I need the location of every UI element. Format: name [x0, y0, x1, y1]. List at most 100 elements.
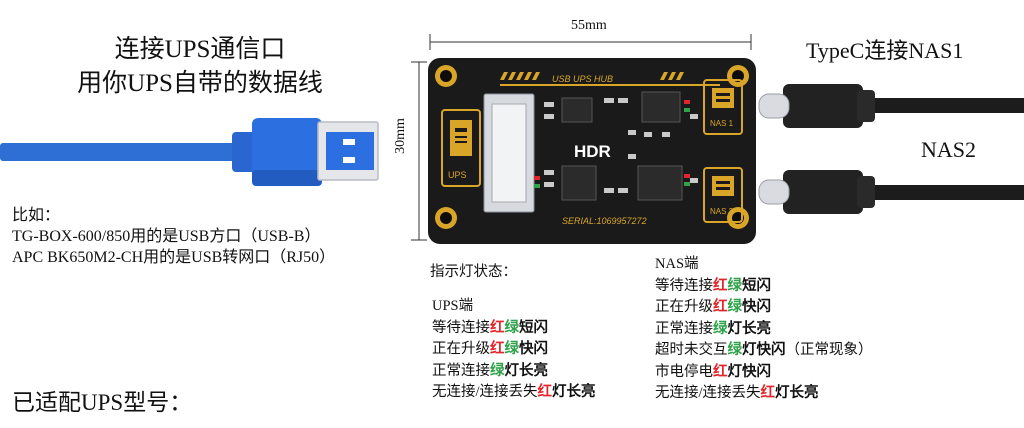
nas-segment: 绿	[727, 277, 743, 294]
nas1-strain-relief	[857, 90, 875, 122]
nas1-pad-frame	[703, 79, 743, 135]
nas-line: 市电停电红灯快闪	[655, 362, 873, 384]
nas-segment: 正在升级	[655, 299, 713, 315]
ups-segment: 无连接/连接丢失	[432, 384, 538, 400]
nas-line: 无连接/连接丢失红灯长亮	[655, 383, 873, 405]
example-line-1: 比如：	[12, 207, 61, 224]
board-name: USB UPS HUB	[552, 74, 613, 84]
cable-wire	[0, 143, 250, 161]
nas2-pad-frame	[703, 167, 743, 223]
header-stripes	[500, 72, 720, 86]
nas1-port-description: TypeC连接NAS1	[806, 38, 964, 63]
nas-segment: 灯快闪	[727, 363, 772, 380]
type-c-cables	[758, 84, 1024, 214]
nas-segment: 红	[713, 277, 728, 294]
smd-components	[544, 98, 698, 193]
ups-legend-title: UPS端	[432, 298, 474, 314]
ups-segment: 正常连接	[432, 362, 490, 379]
nas2-connector-body	[783, 170, 863, 214]
nas-segment: 无连接/连接丢失	[655, 385, 761, 401]
indicator-legend-heading: 指示灯状态：	[430, 264, 517, 280]
ups-segment: 红	[537, 384, 553, 400]
ups-segment: 灯长亮	[504, 362, 549, 379]
title-line-2: 用你UPS自带的数据线	[77, 70, 323, 97]
ic-chip-3	[637, 165, 683, 201]
usb-a-housing-shade	[252, 170, 322, 186]
ups-segment: 红	[490, 319, 505, 336]
nas-legend-title: NAS端	[655, 256, 699, 272]
nas-segment: （正常现象）	[785, 342, 873, 358]
ups-pad-frame	[441, 109, 481, 187]
usb-a-cable-illustration	[0, 118, 379, 186]
title-line-1: 连接UPS通信口	[114, 36, 286, 63]
ic-chip-1	[641, 91, 681, 123]
ups-legend: UPS端 等待连接红绿短闪正在升级红绿快闪正常连接绿灯长亮无连接/连接丢失红灯长…	[432, 296, 596, 404]
ups-segment: 绿	[504, 319, 520, 336]
status-leds	[534, 100, 690, 188]
nas-segment: 灯长亮	[727, 320, 772, 337]
cable-strain-relief	[232, 132, 258, 172]
nas2-strain-relief	[857, 176, 875, 208]
ups-legend-lines: 等待连接红绿短闪正在升级红绿快闪正常连接绿灯长亮无连接/连接丢失红灯长亮	[432, 318, 596, 404]
ups-line: 无连接/连接丢失红灯长亮	[432, 382, 596, 404]
nas-legend: NAS端 等待连接红绿短闪正在升级红绿快闪正常连接绿灯长亮超时未交互绿灯快闪（正…	[655, 254, 873, 405]
ups-segment: 绿	[490, 362, 505, 379]
nas-segment: 正常连接	[655, 320, 713, 337]
dimension-lines	[411, 34, 752, 241]
ic-chip-4	[561, 97, 593, 123]
nas-legend-lines: 等待连接红绿短闪正在升级红绿快闪正常连接绿灯长亮超时未交互绿灯快闪（正常现象）市…	[655, 276, 873, 405]
nas2-cable-wire	[855, 185, 1024, 200]
usb-a-housing	[252, 118, 322, 186]
nas-line: 超时未交互绿灯快闪（正常现象）	[655, 340, 873, 362]
ups-segment: 灯长亮	[552, 384, 596, 400]
board-logo: HDR	[574, 142, 611, 161]
usb-a-hole-bottom	[343, 157, 355, 163]
ups-segment: 绿	[504, 341, 520, 357]
usb-ups-hub-board: USB UPS HUB UPS HDR NAS 1 NAS 2 SERIAL:1…	[428, 58, 756, 244]
nas-segment: 红	[760, 385, 776, 401]
nas-segment: 短闪	[742, 277, 771, 294]
mounting-holes	[435, 65, 749, 229]
nas1-connector-body	[783, 84, 863, 128]
ups-segment: 等待连接	[432, 319, 490, 336]
ups-segment: 短闪	[519, 319, 548, 336]
ups-segment: 红	[490, 341, 505, 357]
nas2-port-description: NAS2	[921, 137, 977, 162]
nas-line: 正在升级红绿快闪	[655, 297, 873, 319]
nas2-board-label: NAS 2	[710, 207, 734, 216]
supported-models-label: 已适配UPS型号：	[12, 390, 193, 415]
height-dimension-label: 30mm	[392, 118, 408, 154]
nas-segment: 红	[713, 363, 728, 380]
ups-line: 正在升级红绿快闪	[432, 339, 596, 361]
usb-a-tongue	[326, 132, 374, 170]
ups-connection-title: 连接UPS通信口 用你UPS自带的数据线	[30, 33, 370, 101]
nas-segment: 绿	[727, 342, 743, 358]
nas-segment: 灯长亮	[775, 385, 819, 401]
usb-a-hole-top	[343, 139, 355, 145]
ups-port-label: UPS	[448, 170, 467, 180]
nas-segment: 红	[713, 299, 728, 315]
ic-chip-2	[561, 165, 597, 201]
nas1-metal-plug	[758, 93, 790, 119]
example-notes: 比如： TG-BOX-600/850用的是USB方口（USB-B） APC BK…	[12, 205, 335, 268]
nas-line: 正常连接绿灯长亮	[655, 319, 873, 341]
ups-segment: 快闪	[519, 341, 548, 357]
nas1-cable-wire	[855, 98, 1024, 113]
nas-segment: 绿	[727, 299, 743, 315]
nas-segment: 灯快闪	[742, 342, 786, 358]
example-line-2: TG-BOX-600/850用的是USB方口（USB-B）	[12, 228, 321, 245]
nas2-metal-plug	[758, 179, 790, 205]
nas-segment: 绿	[713, 320, 728, 337]
ups-line: 正常连接绿灯长亮	[432, 361, 596, 383]
nas-line: 等待连接红绿短闪	[655, 276, 873, 298]
ups-segment: 正在升级	[432, 341, 490, 357]
nas-segment: 市电停电	[655, 363, 713, 380]
nas-segment: 等待连接	[655, 277, 713, 294]
nas-segment: 快闪	[742, 299, 771, 315]
nas1-board-label: NAS 1	[710, 119, 734, 128]
nas-segment: 超时未交互	[655, 342, 728, 358]
board-serial: SERIAL:1069957272	[562, 216, 647, 226]
example-line-3: APC BK650M2-CH用的是USB转网口（RJ50）	[12, 249, 336, 266]
ups-line: 等待连接红绿短闪	[432, 318, 596, 340]
width-dimension-label: 55mm	[571, 18, 607, 33]
